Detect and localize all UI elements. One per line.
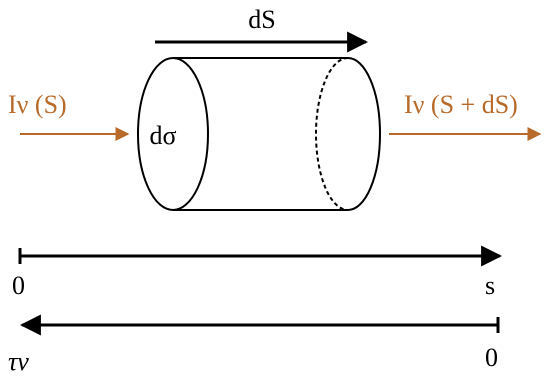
cylinder-back-face-hidden xyxy=(315,57,349,211)
cylinder-front-face xyxy=(137,57,209,211)
optical-depth-label: τν xyxy=(8,347,29,376)
intensity-in-label: Iν (S) xyxy=(8,90,67,119)
optical-depth-end-label: 0 xyxy=(485,343,498,372)
cylinder-back-face-visible xyxy=(347,57,381,211)
cylinder xyxy=(137,57,381,211)
segment-length-label: dS xyxy=(248,5,275,34)
path-end-label: s xyxy=(485,271,495,300)
cross-section-label: dσ xyxy=(149,121,176,150)
intensity-out-label: Iν (S + dS) xyxy=(404,90,518,119)
path-start-label: 0 xyxy=(12,271,25,300)
